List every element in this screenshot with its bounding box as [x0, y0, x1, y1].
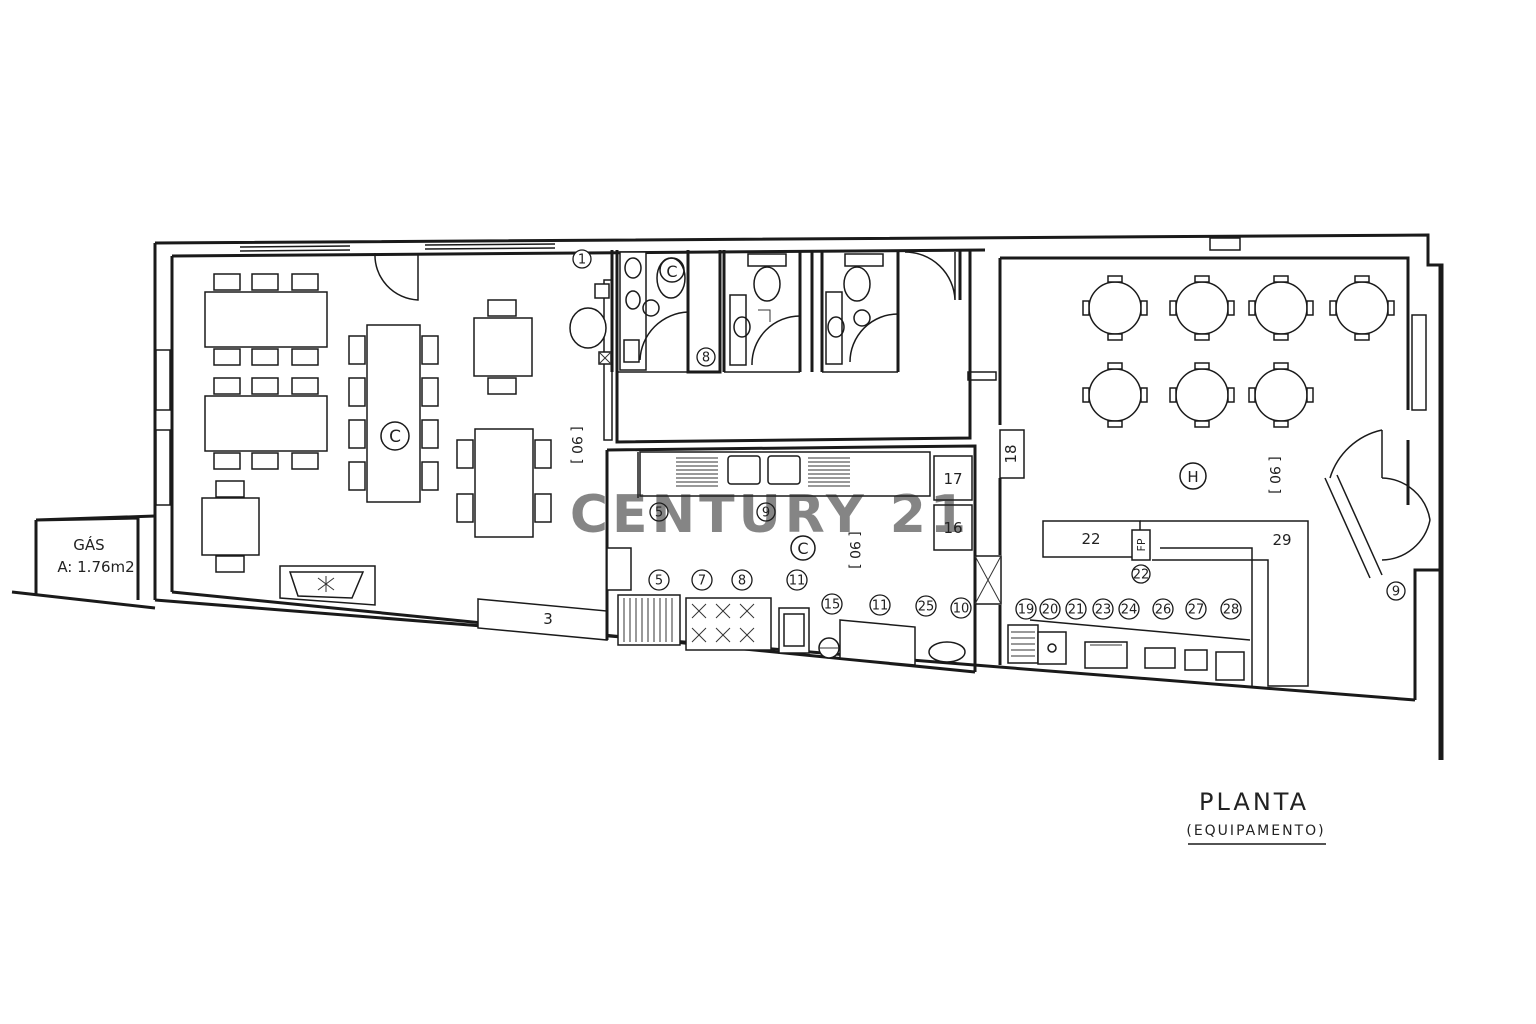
marker-22: 22: [1133, 568, 1150, 583]
dining-table: [204, 395, 328, 452]
symbol-h-bar: H: [1187, 468, 1198, 486]
symbol-c-kitchen: C: [797, 539, 808, 558]
marker-11: 11: [789, 574, 806, 589]
plan-title-block: PLANTA (EQUIPAMENTO): [1186, 788, 1326, 845]
drainer-right: [808, 457, 850, 487]
sink-icon: [569, 307, 607, 349]
plan-subtitle: (EQUIPAMENTO): [1186, 823, 1325, 839]
kitchen: 17 16 18: [605, 429, 1025, 672]
dimension-bar: [ 90 ]: [1266, 456, 1282, 494]
gas-room: GÁS A: 1.76m2: [34, 514, 156, 600]
dining-table: [201, 497, 260, 556]
sink-icon: [767, 455, 801, 485]
marker-19: 19: [1018, 603, 1035, 618]
dimension-kitchen: [ 90 ]: [846, 531, 862, 569]
round-tables: [1082, 275, 1395, 428]
drainer-left: [676, 457, 718, 487]
watermark: CENTURY 21: [570, 485, 970, 545]
sink-icon: [727, 455, 761, 485]
marker-11: 11: [872, 599, 889, 614]
marker-9: 9: [1392, 585, 1400, 600]
dining-table: [204, 291, 328, 348]
marker-10: 10: [953, 602, 970, 617]
wc-block: C: [569, 250, 997, 444]
basin-icon: [928, 641, 966, 663]
counter-18-label: 18: [1002, 444, 1020, 463]
marker-5: 5: [655, 574, 663, 589]
marker-5: 5: [655, 506, 663, 521]
marker-20: 20: [1042, 603, 1059, 618]
marker-23: 23: [1095, 603, 1112, 618]
counter-29-label: 29: [1272, 531, 1291, 549]
toilet-icon: [843, 266, 871, 302]
dimension-dining: [ 90 ]: [568, 426, 584, 464]
marker-21: 21: [1068, 603, 1085, 618]
counter-3-label: 3: [543, 610, 553, 628]
symbol-c-dining: C: [389, 427, 401, 447]
dining-table: [474, 428, 534, 538]
equipment-markers: 1 8 5 9 5 7 8 11 15 11 25 10 19 20 21 23…: [572, 249, 1406, 620]
long-table: [366, 324, 421, 503]
marker-28: 28: [1223, 603, 1240, 618]
gas-label: GÁS: [73, 535, 104, 554]
marker-26: 26: [1155, 603, 1172, 618]
dining-table: [473, 317, 533, 377]
marker-27: 27: [1188, 603, 1205, 618]
marker-25: 25: [918, 600, 935, 615]
grill-icon: [617, 594, 681, 646]
counter-17-label: 17: [943, 470, 962, 488]
sink-icon: [1037, 631, 1067, 665]
door-swing: [904, 251, 956, 301]
marker-8: 8: [738, 574, 746, 589]
marker-8: 8: [702, 351, 710, 366]
marker-15: 15: [824, 598, 841, 613]
symbol-c-wc: C: [666, 262, 677, 281]
door-swing: [374, 252, 419, 301]
stove-icon: [685, 597, 772, 651]
counter-16-label: 16: [943, 519, 962, 537]
marker-1: 1: [578, 253, 586, 268]
windows: [155, 235, 1427, 506]
entrance-door: [1329, 429, 1383, 479]
marker-24: 24: [1121, 603, 1138, 618]
bar-room: H [ 90 ] 22 FP 29: [998, 256, 1431, 687]
plan-title: PLANTA: [1199, 788, 1309, 816]
marker-9: 9: [762, 506, 770, 521]
toilet-icon: [753, 266, 781, 302]
marker-7: 7: [698, 574, 706, 589]
gas-area: A: 1.76m2: [57, 558, 134, 576]
counter-22-label: 22: [1081, 530, 1100, 548]
fireplace-icon: [279, 565, 376, 606]
dining-room: 3 C [ 90 ]: [201, 252, 608, 641]
fp-label: FP: [1135, 538, 1148, 551]
